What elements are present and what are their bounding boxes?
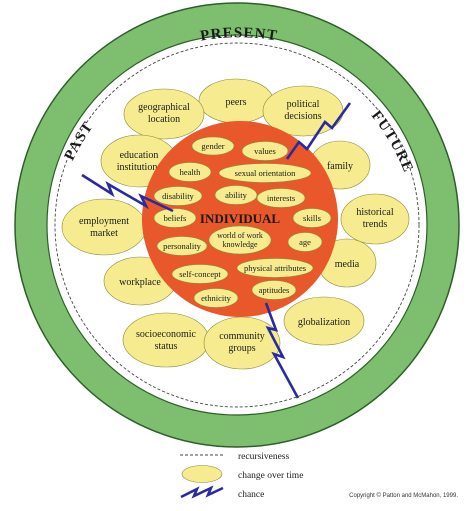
present-label: PRESENT [199, 25, 279, 44]
individual-bubble: interests [256, 188, 306, 208]
legend-chance-label: chance [238, 490, 264, 500]
svg-text:peers: peers [225, 97, 246, 108]
individual-bubble: ethnicity [193, 288, 239, 308]
individual-bubble: beliefs [153, 208, 197, 228]
individual-bubble: ability [214, 185, 258, 205]
svg-text:sexual orientation: sexual orientation [235, 168, 296, 178]
svg-text:globalization: globalization [298, 317, 350, 328]
individual-bubble: sexual orientation [218, 163, 312, 183]
svg-text:values: values [254, 146, 276, 156]
individual-bubble: values [241, 141, 289, 161]
individual-bubble: health [168, 162, 212, 182]
individual-bubble: self-concept [171, 264, 229, 284]
svg-text:skills: skills [303, 213, 321, 223]
svg-text:age: age [299, 237, 311, 247]
context-bubble: peers [198, 78, 274, 124]
svg-text:ability: ability [225, 190, 247, 200]
svg-text:beliefs: beliefs [164, 213, 187, 223]
chance-bolt-bottom [264, 302, 300, 399]
svg-text:media: media [335, 259, 360, 270]
svg-text:physical attributes: physical attributes [244, 263, 306, 273]
individual-bubble: disability [153, 186, 203, 206]
label-line-1: geographical [138, 102, 190, 113]
svg-text:ethnicity: ethnicity [201, 293, 231, 303]
svg-text:family: family [327, 161, 353, 172]
legend: recursiveness change over time chance [180, 452, 303, 500]
svg-text:self-concept: self-concept [179, 269, 221, 279]
legend-recursiveness-label: recursiveness [238, 452, 289, 462]
svg-text:health: health [180, 167, 202, 177]
copyright-notice: Copyright © Patton and McMahon, 1999. [349, 492, 458, 499]
svg-text:personality: personality [163, 241, 202, 251]
individual-title: INDIVIDUAL [200, 211, 281, 226]
chance-bolts [81, 102, 352, 399]
svg-text:gender: gender [201, 141, 224, 151]
individual-bubbles: gender values health sexual orientation … [153, 136, 332, 308]
legend-change-over-time-label: change over time [238, 471, 303, 481]
chance-bolt-left [81, 173, 174, 213]
svg-text:disability: disability [162, 191, 194, 201]
svg-text:interests: interests [267, 193, 295, 203]
individual-bubble: skills [292, 208, 332, 228]
legend-chance-swatch [180, 485, 224, 499]
chance-bolt-right [285, 102, 352, 160]
legend-change-swatch [181, 465, 223, 483]
svg-text:aptitudes: aptitudes [259, 285, 290, 295]
context-bubble: globalization [283, 296, 365, 346]
recursiveness-boundary [54, 42, 420, 408]
label-line-2: location [148, 114, 180, 125]
individual-bubble: physical attributes [236, 258, 314, 278]
individual-bubble: aptitudes [251, 280, 297, 300]
svg-text:workplace: workplace [119, 277, 161, 288]
individual-bubble: gender [191, 136, 235, 156]
individual-bubble: personality [156, 236, 208, 256]
individual-bubble: age [287, 232, 323, 252]
